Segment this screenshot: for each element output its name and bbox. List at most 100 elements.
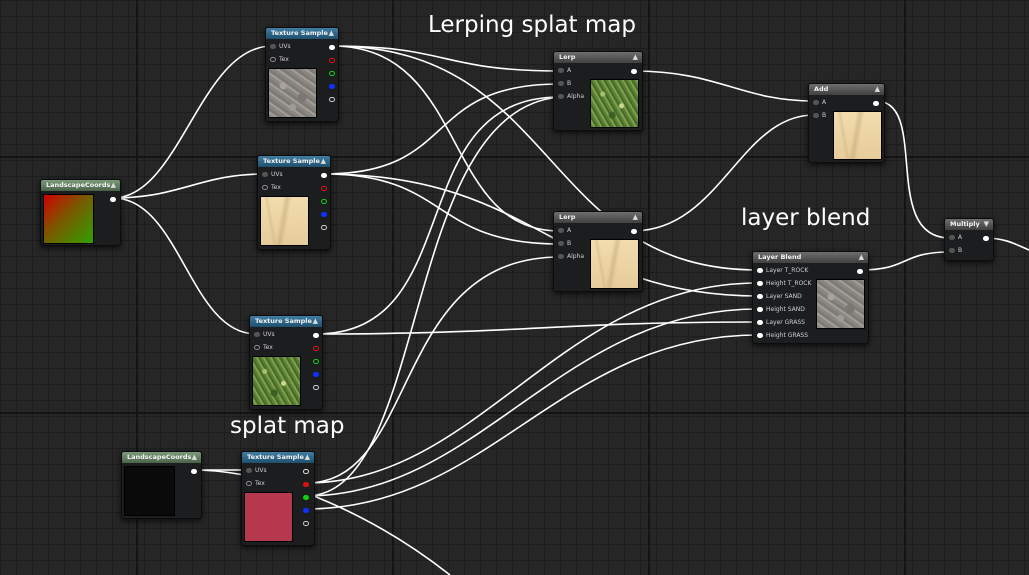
output-pin[interactable] [857,269,863,274]
wire-splat-g-to-lerptop-alpha[interactable] [305,96,561,497]
landscape-coords-node-bottom[interactable]: LandscapeCoords ▲ [121,451,202,519]
input-pin-height-t-rock[interactable]: Height T_ROCK [753,279,818,289]
wire-tstop-to-lerptop-a[interactable] [331,45,561,72]
input-pin-a[interactable]: A [945,233,975,243]
collapse-icon[interactable]: ▲ [874,85,880,93]
pin-icon[interactable] [558,68,564,73]
input-pin-a[interactable]: A [554,66,594,76]
output-pin-green[interactable] [303,495,309,500]
pin-icon[interactable] [558,94,564,99]
pin-icon[interactable] [949,235,955,240]
wire-tsmid-to-layer-sand[interactable] [323,173,759,297]
node-title[interactable]: Texture Sample ▲ [242,452,314,463]
pin-icon[interactable] [757,320,763,325]
pin-icon[interactable] [270,44,276,49]
pin-icon[interactable] [254,332,260,337]
node-title[interactable]: Add ▲ [809,84,884,95]
input-pin-uvs[interactable]: UVs [242,466,282,476]
output-pin-rgb[interactable] [303,469,309,474]
output-pin-alpha[interactable] [321,225,327,230]
wire-splat-b-to-height-grass[interactable] [305,334,759,510]
pin-icon[interactable] [270,57,276,62]
pin-icon[interactable] [262,185,268,190]
node-title[interactable]: Layer Blend ▲ [753,252,868,263]
wire-coords-to-ts-top[interactable] [112,45,273,199]
input-pin-b[interactable]: B [945,246,975,256]
input-pin-alpha[interactable]: Alpha [554,252,594,262]
wire-layerblend-to-multiply-b[interactable] [859,251,951,271]
input-pin-height-sand[interactable]: Height SAND [753,305,818,315]
output-pin-rgb[interactable] [321,173,327,178]
pin-icon[interactable] [757,268,763,273]
wire-coords2-offscreen[interactable] [192,469,451,575]
input-pin-b[interactable]: B [809,111,839,121]
wire-splat-r-to-lerpbot-alpha[interactable] [305,256,561,484]
output-pin[interactable] [631,69,637,74]
output-pin-red[interactable] [329,58,335,63]
texture-sample-node-splat[interactable]: Texture Sample ▲ UVs Tex [241,451,315,546]
output-pin-blue[interactable] [303,508,309,513]
pin-icon[interactable] [757,281,763,286]
wire-lerpbot-to-add-b[interactable] [632,114,815,232]
collapse-icon[interactable]: ▲ [320,157,326,165]
input-pin-b[interactable]: B [554,79,594,89]
wire-tsmid-to-lerptop-b[interactable] [323,83,561,175]
pin-icon[interactable] [262,172,268,177]
wire-coords-to-ts-mid[interactable] [112,173,265,199]
wire-grass-to-layer-grass[interactable] [315,321,759,335]
input-pin-height-grass[interactable]: Height GRASS [753,331,818,341]
wire-grass-to-lerptop-alpha[interactable] [315,96,561,335]
landscape-coords-node-top[interactable]: LandscapeCoords ▲ [40,179,121,246]
input-pin-layer-grass[interactable]: Layer GRASS [753,318,818,328]
output-pin[interactable] [631,229,637,234]
output-pin-rgb[interactable] [313,333,319,338]
collapse-icon[interactable]: ▲ [312,317,318,325]
node-title[interactable]: Texture Sample ▲ [258,156,330,167]
node-title[interactable]: LandscapeCoords ▲ [41,180,120,191]
output-pin-alpha[interactable] [313,385,319,390]
collapse-icon[interactable]: ▲ [191,453,197,461]
node-title[interactable]: Texture Sample ▲ [250,316,322,327]
pin-icon[interactable] [246,481,252,486]
lerp-node-bottom[interactable]: Lerp ▲ A B Alpha [553,211,643,292]
input-pin-tex[interactable]: Tex [258,183,298,193]
output-pin-alpha[interactable] [303,521,309,526]
pin-icon[interactable] [813,113,819,118]
pin-icon[interactable] [254,345,260,350]
input-pin-tex[interactable]: Tex [242,479,282,489]
pin-icon[interactable] [558,241,564,246]
texture-sample-node-rock[interactable]: Texture Sample ▲ UVs Tex [265,27,339,122]
pin-icon[interactable] [558,254,564,259]
collapse-icon[interactable]: ▲ [110,181,116,189]
output-pin-blue[interactable] [313,372,319,377]
output-pin-green[interactable] [321,199,327,204]
texture-sample-node-sand[interactable]: Texture Sample ▲ UVs Tex [257,155,331,250]
input-pin-alpha[interactable]: Alpha [554,92,594,102]
output-pin[interactable] [983,236,989,241]
output-pin-blue[interactable] [321,212,327,217]
collapse-icon[interactable]: ▲ [858,253,864,261]
output-pin-green[interactable] [313,359,319,364]
wire-tstop-to-layer-rock[interactable] [331,45,759,271]
output-pin-red[interactable] [303,482,309,487]
input-pin-a[interactable]: A [554,226,594,236]
add-node[interactable]: Add ▲ A B [808,83,885,163]
wire-splat-g-to-height-sand[interactable] [305,308,759,497]
wire-add-to-multiply-a[interactable] [875,100,951,239]
node-title[interactable]: LandscapeCoords ▲ [122,452,201,463]
pin-icon[interactable] [246,468,252,473]
pin-icon[interactable] [757,294,763,299]
node-title[interactable]: Lerp ▲ [554,52,642,63]
collapse-icon[interactable]: ▲ [304,453,310,461]
pin-icon[interactable] [558,228,564,233]
collapse-icon[interactable]: ▼ [983,220,989,228]
wire-tsmid-to-lerpbot-b[interactable] [323,173,561,245]
input-pin-layer-t-rock[interactable]: Layer T_ROCK [753,266,818,276]
collapse-icon[interactable]: ▲ [632,53,638,61]
input-pin-tex[interactable]: Tex [250,343,290,353]
output-pin[interactable] [191,469,197,474]
pin-icon[interactable] [757,307,763,312]
input-pin-uvs[interactable]: UVs [250,330,290,340]
wire-splat-r-to-height-rock[interactable] [305,282,759,484]
node-title[interactable]: Lerp ▲ [554,212,642,223]
